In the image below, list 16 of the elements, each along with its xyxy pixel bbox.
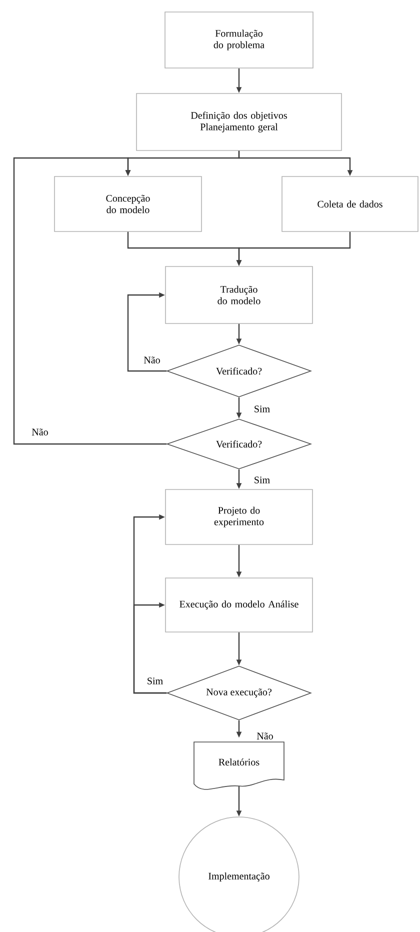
arrow [13, 157, 167, 445]
process-box: Concepção do modelo [54, 176, 202, 232]
edge-label: Sim [252, 476, 272, 484]
process-box: Execução do modelo Análise [165, 578, 313, 632]
process-box: Definição dos objetivos Planejamento geral [136, 93, 342, 151]
edge-label: Sim [146, 676, 164, 686]
edge-label: Sim [252, 404, 272, 414]
process-box: Tradução do modelo [165, 266, 313, 324]
arrow [127, 292, 167, 372]
process-box: Coleta de dados [282, 176, 418, 232]
edge-label: Não [142, 356, 162, 364]
process-box: Projeto do experimento [165, 489, 313, 545]
edge-label: Não [30, 428, 50, 436]
arrow [133, 602, 167, 694]
edge-label: Não [256, 732, 274, 740]
process-box: Formulação do problema [164, 12, 314, 68]
